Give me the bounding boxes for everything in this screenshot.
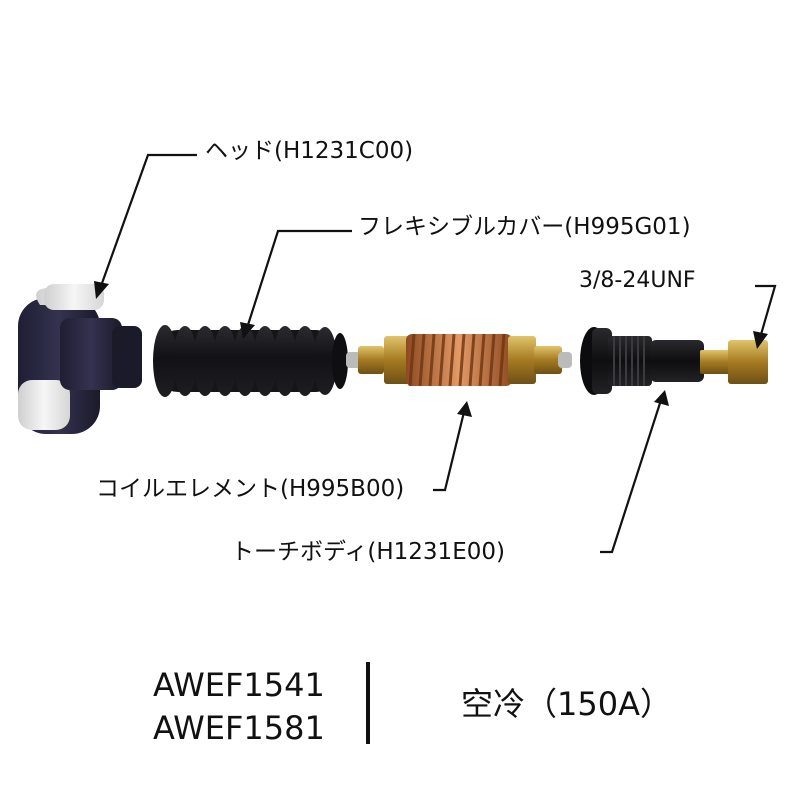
torch-head-part	[18, 284, 142, 434]
head-leader-line	[99, 153, 197, 287]
flexible-cover-label: フレキシブルカバー(H995G01)	[358, 214, 691, 240]
model-number-2: AWEF1581	[153, 709, 325, 747]
cover-leader-line	[245, 229, 352, 329]
coil-leader-line	[433, 411, 466, 492]
coil-element-part	[346, 333, 572, 387]
cover-arrowhead	[240, 322, 255, 339]
leader-lines	[99, 153, 777, 554]
footer-divider	[366, 662, 370, 744]
torch-body-part	[580, 327, 768, 395]
cooling-spec: 空冷（150A）	[461, 685, 672, 723]
model-number-1: AWEF1541	[153, 666, 325, 704]
thread-arrowhead	[753, 331, 768, 349]
torch-body-label: トーチボディ(H1231E00)	[231, 539, 505, 565]
thread-leader-line	[755, 284, 777, 339]
body-leader-line	[600, 399, 663, 554]
coil-arrowhead	[457, 401, 472, 417]
body-arrowhead	[654, 390, 669, 406]
flexible-cover-part	[153, 325, 348, 397]
coil-element-label: コイルエレメント(H995B00)	[96, 476, 405, 502]
leader-arrowheads	[94, 281, 768, 417]
head-arrowhead	[94, 281, 109, 299]
thread-spec-label: 3/8-24UNF	[579, 268, 696, 293]
head-label: ヘッド(H1231C00)	[205, 138, 414, 164]
